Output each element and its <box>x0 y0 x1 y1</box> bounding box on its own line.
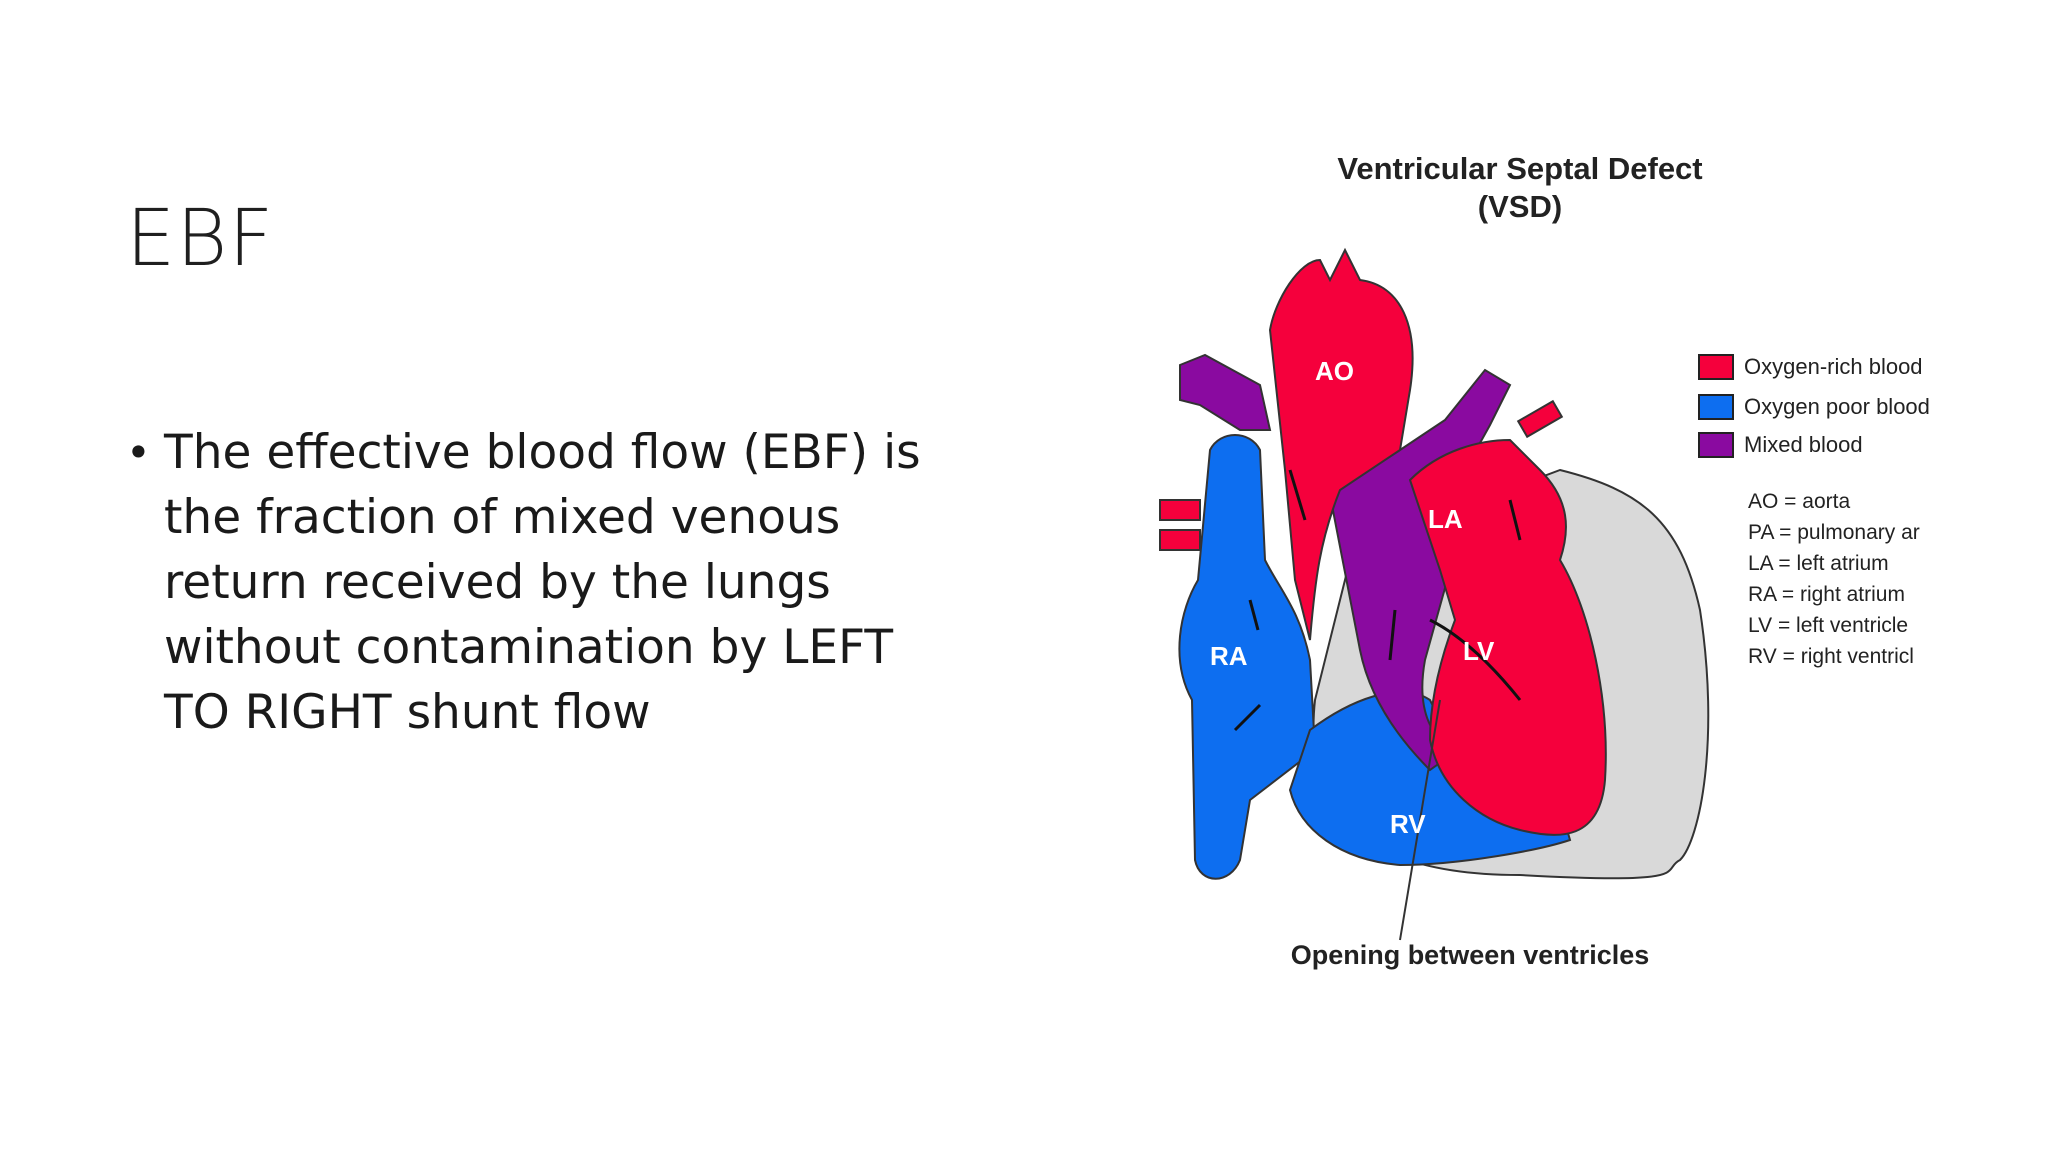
bullet-dot-icon: • <box>126 428 151 477</box>
slide-title: EBF <box>126 194 275 284</box>
septal-opening-line <box>1399 699 1441 941</box>
legend-mixed: Mixed blood <box>1698 432 1863 458</box>
vsd-diagram: Ventricular Septal Defect (VSD) AO LA RA… <box>1100 140 2000 1000</box>
diagram-title-line1: Ventricular Septal Defect <box>1337 151 1703 186</box>
pulmonary-vein-1 <box>1159 499 1201 521</box>
flow-arrow-ra <box>1248 599 1260 631</box>
label-ao: AO <box>1315 356 1354 386</box>
abbr-ao: AO = aorta <box>1748 490 1851 513</box>
abbr-lv: LV = left ventricle <box>1748 614 1909 637</box>
legend-swatch <box>1698 394 1734 420</box>
label-lv: LV <box>1463 636 1495 666</box>
flow-arrow-la <box>1508 499 1522 541</box>
bullet-item: • The effective blood flow (EBF) is the … <box>126 420 1026 745</box>
legend-label: Oxygen-rich blood <box>1744 354 1923 379</box>
legend-oxygen-rich: Oxygen-rich blood <box>1698 354 1923 380</box>
legend-oxygen-poor: Oxygen poor blood <box>1698 394 1930 420</box>
legend-label: Mixed blood <box>1744 432 1863 457</box>
heart-illustration: AO LA RA LV RV <box>1159 247 1710 941</box>
flow-arrow-lv <box>1429 618 1522 701</box>
label-rv: RV <box>1390 809 1426 839</box>
abbr-rv: RV = right ventricl <box>1748 645 1914 668</box>
right-atrium-shape <box>1178 434 1317 880</box>
pulmonary-vein-3 <box>1516 399 1564 439</box>
diagram-title-line2: (VSD) <box>1477 189 1563 224</box>
flow-arrow-pa <box>1388 609 1397 661</box>
legend-swatch <box>1698 432 1734 458</box>
pulmonary-vein-2 <box>1159 529 1201 551</box>
abbr-pa: PA = pulmonary ar <box>1748 521 1920 544</box>
left-heart-shape <box>1408 438 1607 836</box>
diagram-caption: Opening between ventricles <box>1290 940 1650 970</box>
bullet-text: The effective blood flow (EBF) is the fr… <box>164 425 921 740</box>
legend-label: Oxygen poor blood <box>1744 394 1930 419</box>
label-la: LA <box>1428 504 1463 534</box>
flow-arrow-ra2 <box>1233 703 1262 732</box>
diagram-title: Ventricular Septal Defect (VSD) <box>1100 150 1940 226</box>
abbr-la: LA = left atrium <box>1748 552 1889 575</box>
flow-arrow-ao <box>1288 469 1307 521</box>
pulmonary-branch-left <box>1179 353 1272 431</box>
label-ra: RA <box>1210 641 1248 671</box>
aorta-shape <box>1268 247 1414 641</box>
abbr-ra: RA = right atrium <box>1748 583 1905 606</box>
legend-swatch <box>1698 354 1734 380</box>
